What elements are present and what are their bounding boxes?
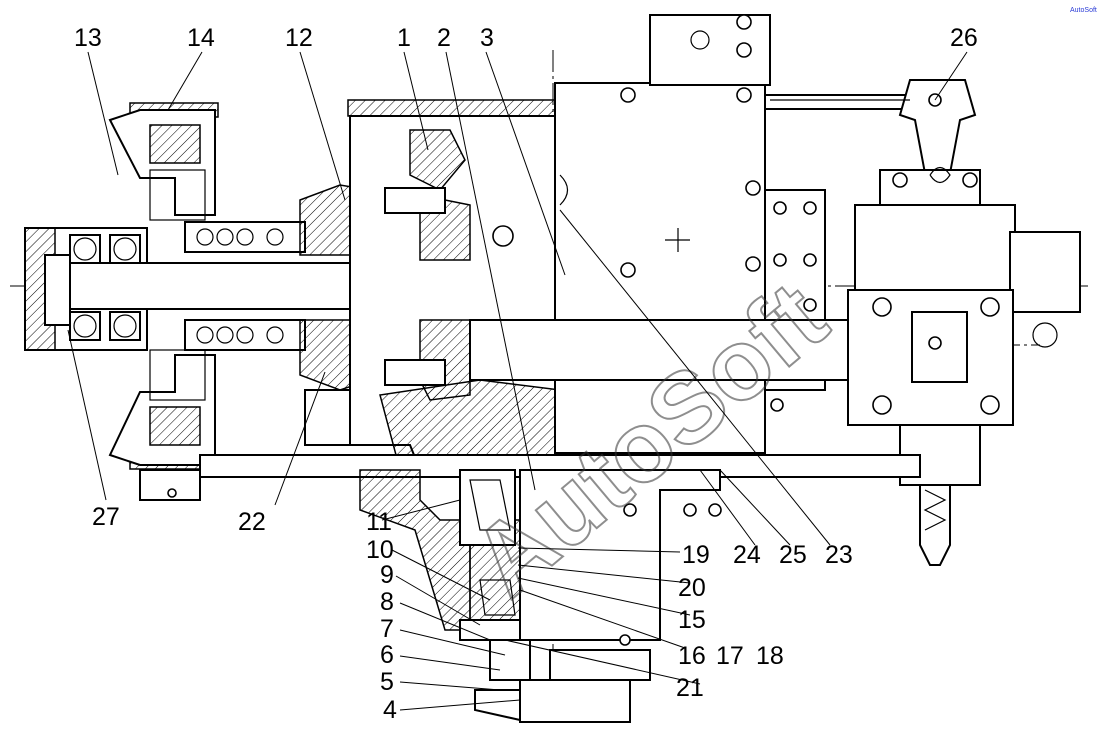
callout-14: 14 [187, 24, 215, 52]
callout-17: 17 [716, 642, 744, 670]
callout-4: 4 [383, 696, 397, 724]
callout-11: 11 [366, 508, 392, 536]
callout-16: 16 [678, 642, 706, 670]
callout-8: 8 [380, 588, 394, 616]
callout-26: 26 [950, 24, 978, 52]
callout-27: 27 [92, 503, 120, 531]
clutch-drum-assembly [108, 102, 219, 501]
callout-15: 15 [678, 606, 706, 634]
callout-24: 24 [733, 541, 761, 569]
right-end-assembly [770, 79, 1081, 566]
callout-21: 21 [676, 674, 704, 702]
callout-18: 18 [756, 642, 784, 670]
callout-10: 10 [366, 536, 394, 564]
callout-2: 2 [437, 24, 451, 52]
callout-13: 13 [74, 24, 102, 52]
callout-19: 19 [682, 541, 710, 569]
callout-9: 9 [380, 561, 394, 589]
callout-3: 3 [480, 24, 494, 52]
callout-23: 23 [825, 541, 853, 569]
callout-22: 22 [238, 508, 266, 536]
callout-12: 12 [285, 24, 313, 52]
callout-1: 1 [397, 24, 411, 52]
leader-lines [67, 51, 968, 711]
lower-output-assembly [359, 469, 722, 723]
callout-labels: 13 14 12 1 2 3 26 27 22 11 10 9 8 7 6 5 … [74, 24, 978, 724]
callout-7: 7 [380, 615, 394, 643]
callout-6: 6 [380, 641, 394, 669]
corner-watermark: AutoSoft [1070, 7, 1097, 14]
callout-5: 5 [380, 668, 394, 696]
callout-20: 20 [678, 574, 706, 602]
callout-25: 25 [779, 541, 807, 569]
